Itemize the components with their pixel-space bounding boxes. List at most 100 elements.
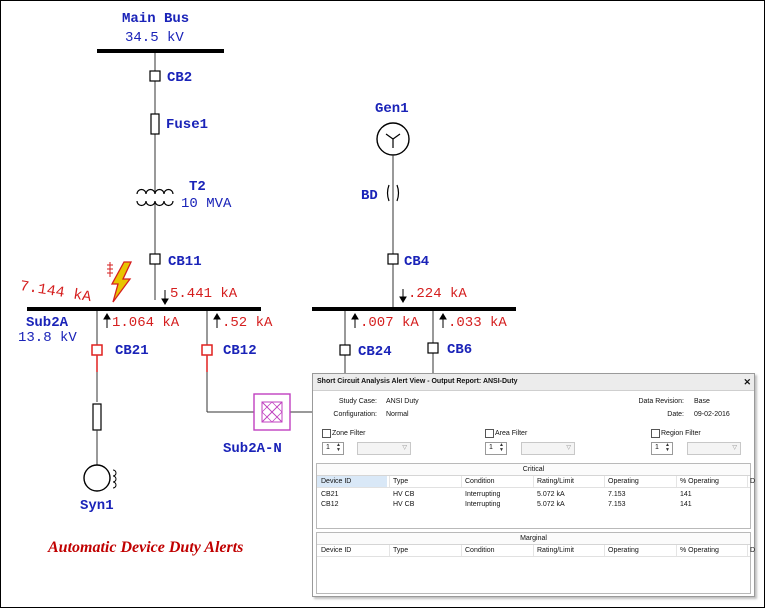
cb24-symbol[interactable] xyxy=(339,344,351,356)
flow-arrow-cb6 xyxy=(439,313,447,328)
area-filter-spinner[interactable]: 1 ▲▼ xyxy=(485,442,507,455)
row1-rating: 5.072 kA xyxy=(537,491,565,498)
col-type[interactable]: Type xyxy=(393,547,409,554)
sub2a-bus[interactable] xyxy=(27,307,261,311)
flow-arrow-cb11 xyxy=(161,290,169,305)
generator-icon[interactable] xyxy=(376,122,410,156)
spinner-icon[interactable]: ▲▼ xyxy=(665,442,670,453)
marginal-header-row: Device ID Type Condition Rating/Limit Op… xyxy=(317,545,755,557)
marginal-panel: Marginal Device ID Type Condition Rating… xyxy=(316,532,755,594)
cb2-label: CB2 xyxy=(167,70,193,86)
col-pct-operating[interactable]: % Operating xyxy=(680,547,719,554)
flow-cb6-value: .033 kA xyxy=(448,315,507,331)
row2-device-id: CB12 xyxy=(321,501,339,508)
t2-label: T2 xyxy=(189,179,206,195)
right-bus[interactable] xyxy=(312,307,516,311)
col-operating[interactable]: Operating xyxy=(608,478,639,485)
col-device-id[interactable]: Device ID xyxy=(321,478,352,485)
bd-label: BD xyxy=(361,188,378,204)
fuse1-label: Fuse1 xyxy=(166,117,209,133)
area-filter-checkbox[interactable] xyxy=(485,429,494,438)
marginal-title: Marginal xyxy=(317,533,750,545)
study-case-label: Study Case: xyxy=(338,398,377,405)
date-value: 09-02-2016 xyxy=(694,411,730,418)
region-filter-label: Region Filter xyxy=(661,430,701,437)
zone-filter-spinner[interactable]: 1 ▲▼ xyxy=(322,442,344,455)
cb6-label: CB6 xyxy=(447,342,473,358)
flow-cb24-value: .007 kA xyxy=(360,315,419,331)
syn1-label: Syn1 xyxy=(80,498,114,514)
row2-rating: 5.072 kA xyxy=(537,501,565,508)
region-filter-spinner[interactable]: 1 ▲▼ xyxy=(651,442,673,455)
cb2-symbol[interactable] xyxy=(149,70,161,82)
col-d[interactable]: D xyxy=(750,547,756,554)
area-filter-dropdown[interactable]: ▽ xyxy=(521,442,575,455)
fuse1-symbol[interactable] xyxy=(150,113,160,135)
region-filter-checkbox[interactable] xyxy=(651,429,660,438)
critical-header-row: Device ID Type Condition Rating/Limit Op… xyxy=(317,476,755,488)
sub2a-n-label: Sub2A-N xyxy=(223,441,282,457)
col-pct-operating[interactable]: % Operating xyxy=(680,478,719,485)
data-revision-label: Data Revision: xyxy=(638,398,684,405)
dropdown-icon[interactable]: ▽ xyxy=(732,445,737,451)
row1-condition: Interrupting xyxy=(465,491,501,498)
bd-symbol[interactable] xyxy=(386,184,400,202)
alert-title: Short Circuit Analysis Alert View - Outp… xyxy=(317,378,518,385)
critical-title: Critical xyxy=(317,464,750,476)
flow-arrow-cb12 xyxy=(213,313,221,328)
area-filter-label: Area Filter xyxy=(495,430,528,437)
cb11-label: CB11 xyxy=(168,254,202,270)
dropdown-icon[interactable]: ▽ xyxy=(566,445,571,451)
cb11-symbol[interactable] xyxy=(149,253,161,265)
caption: Automatic Device Duty Alerts xyxy=(48,539,244,556)
alert-titlebar[interactable]: Short Circuit Analysis Alert View - Outp… xyxy=(313,374,754,391)
row1-operating: 7.153 xyxy=(608,491,626,498)
col-type[interactable]: Type xyxy=(393,478,409,485)
flow-arrow-cb24 xyxy=(351,313,359,328)
cb24-label: CB24 xyxy=(358,344,392,360)
flow-cb4-value: .224 kA xyxy=(408,286,467,302)
main-bus[interactable] xyxy=(97,49,224,53)
zone-filter-dropdown[interactable]: ▽ xyxy=(357,442,411,455)
grounding-transformer-icon[interactable] xyxy=(253,393,291,431)
col-condition[interactable]: Condition xyxy=(465,547,495,554)
cb4-symbol[interactable] xyxy=(387,253,399,265)
dropdown-icon[interactable]: ▽ xyxy=(402,445,407,451)
syn1-feeder-fuse-symbol[interactable] xyxy=(92,403,102,431)
main-bus-label: Main Bus xyxy=(122,11,190,27)
region-filter-dropdown[interactable]: ▽ xyxy=(687,442,741,455)
area-filter-value: 1 xyxy=(489,444,493,451)
row2-condition: Interrupting xyxy=(465,501,501,508)
col-d[interactable]: D xyxy=(750,478,756,485)
alert-view-window[interactable]: Short Circuit Analysis Alert View - Outp… xyxy=(312,373,755,597)
row2-pct-operating: 141 xyxy=(680,501,692,508)
zone-filter-checkbox[interactable] xyxy=(322,429,331,438)
col-rating-limit[interactable]: Rating/Limit xyxy=(537,547,574,554)
close-icon[interactable]: ✕ xyxy=(743,377,751,387)
region-filter-value: 1 xyxy=(655,444,659,451)
col-condition[interactable]: Condition xyxy=(465,478,495,485)
cb6-symbol[interactable] xyxy=(427,342,439,354)
synchronous-motor-icon[interactable] xyxy=(83,464,117,492)
col-device-id[interactable]: Device ID xyxy=(321,547,352,554)
zone-filter-value: 1 xyxy=(326,444,330,451)
row2-operating: 7.153 xyxy=(608,501,626,508)
fault-lightning-icon xyxy=(107,261,133,303)
spinner-icon[interactable]: ▲▼ xyxy=(336,442,341,453)
col-rating-limit[interactable]: Rating/Limit xyxy=(537,478,574,485)
cb12-label: CB12 xyxy=(223,343,257,359)
flow-cb12-value: .52 kA xyxy=(222,315,273,331)
cb12-symbol[interactable] xyxy=(201,344,213,356)
spinner-icon[interactable]: ▲▼ xyxy=(499,442,504,453)
flow-arrow-cb4 xyxy=(399,289,407,303)
zone-filter-label: Zone Filter xyxy=(332,430,366,437)
configuration-label: Configuration: xyxy=(333,411,377,418)
main-bus-voltage: 34.5 kV xyxy=(125,30,184,46)
col-operating[interactable]: Operating xyxy=(608,547,639,554)
configuration-value: Normal xyxy=(386,411,409,418)
cb21-symbol[interactable] xyxy=(91,344,103,356)
data-revision-value: Base xyxy=(694,398,710,405)
cb21-label: CB21 xyxy=(115,343,149,359)
row1-device-id: CB21 xyxy=(321,491,339,498)
